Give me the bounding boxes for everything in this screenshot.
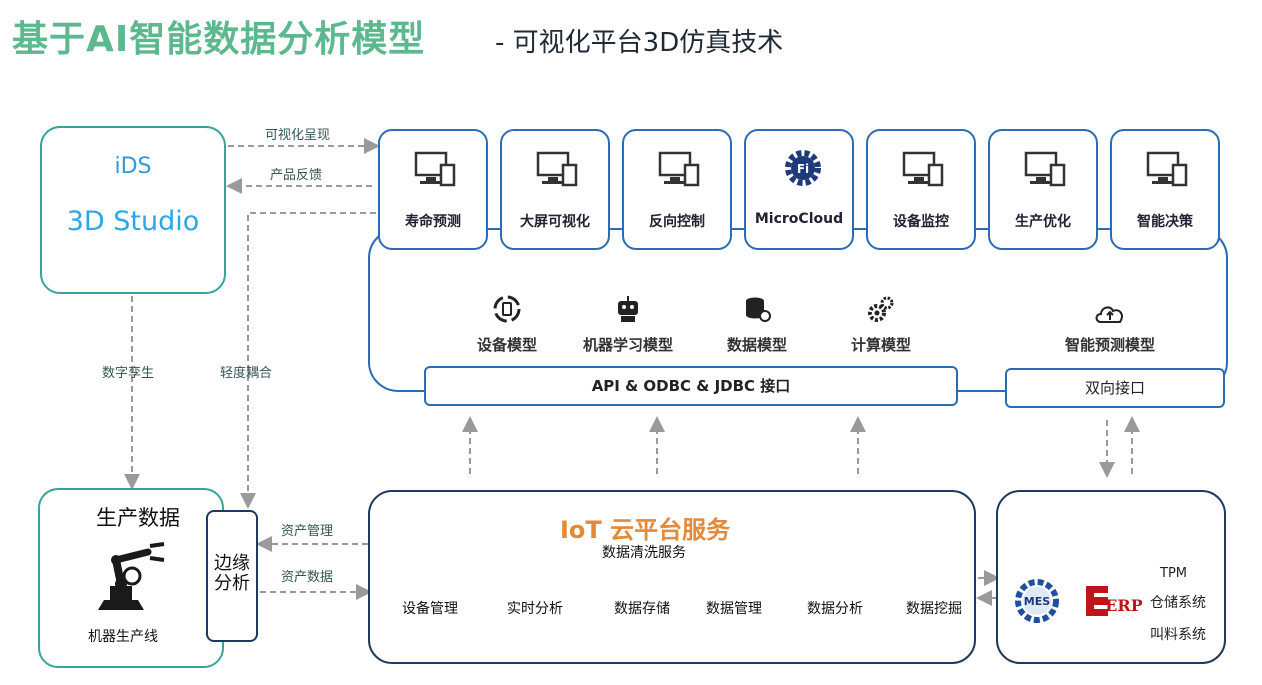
link-label-asset-data: 资产数据 [281, 570, 334, 585]
model-label: 机器学习模型 [582, 336, 673, 354]
app-card-device-monitor[interactable]: 设备监控 [866, 129, 976, 250]
iot-cleaning-label: 数据清洗服务 [602, 545, 686, 561]
app-card-life-prediction[interactable]: 寿命预测 [378, 129, 488, 250]
model-label: 智能预测模型 [1064, 336, 1155, 354]
device-cycle-icon [493, 295, 521, 323]
app-card-label: MicroCloud [754, 211, 844, 227]
bidirectional-interface-bar: 双向接口 [1005, 368, 1225, 408]
model-smart-prediction: 智能预测模型 [1058, 302, 1162, 355]
app-card-label: 大屏可视化 [520, 214, 590, 230]
link-label-asset-mgmt: 资产管理 [281, 524, 334, 539]
link-label-light-coupling: 轻度耦合 [220, 366, 273, 381]
iot-title: IoT 云平台服务 [560, 510, 730, 545]
flow-step-storage: 数据存储 [614, 601, 670, 617]
robot-arm-icon [98, 542, 165, 610]
app-card-reverse-control[interactable]: 反向控制 [622, 129, 732, 250]
model-machine-learning: 机器学习模型 [578, 294, 678, 355]
app-card-label: 反向控制 [649, 214, 705, 230]
model-compute: 计算模型 [846, 294, 916, 355]
api-interface-label: API & ODBC & JDBC 接口 [591, 377, 791, 395]
page-title: 基于AI智能数据分析模型 [12, 19, 426, 60]
flow-step-data-mgmt: 数据管理 [706, 601, 762, 617]
app-card-label: 智能决策 [1137, 214, 1193, 230]
model-label: 设备模型 [476, 336, 537, 354]
app-card-production-optimize[interactable]: 生产优化 [988, 129, 1098, 250]
link-label-feedback: 产品反馈 [270, 168, 323, 183]
monitor-icon [1146, 151, 1188, 187]
monitor-icon [658, 151, 700, 187]
flow-step-device-mgmt: 设备管理 [402, 601, 458, 617]
monitor-icon [902, 151, 944, 187]
erp-logo-icon: ERP [1086, 586, 1142, 616]
app-card-smart-decision[interactable]: 智能决策 [1110, 129, 1220, 250]
iot-platform-box: IoT 云平台服务 数据清洗服务 [368, 490, 976, 664]
model-label: 数据模型 [726, 336, 787, 354]
link-label-digital-twin: 数字孪生 [102, 366, 155, 381]
mes-logo-icon: MES [1015, 579, 1059, 623]
mes-text: MES [1024, 595, 1050, 608]
app-card-label: 设备监控 [893, 214, 949, 230]
app-card-label: 生产优化 [1015, 214, 1071, 230]
tpm-label: TPM [1160, 566, 1187, 581]
bidirectional-interface-label: 双向接口 [1084, 379, 1145, 397]
studio-name-label: 3D Studio [66, 206, 200, 237]
robot-icon [618, 296, 638, 322]
material-call-label: 叫料系统 [1150, 627, 1206, 643]
model-label: 计算模型 [850, 336, 911, 354]
production-line-label: 机器生产线 [88, 629, 158, 645]
studio-ids-label: iDS [114, 154, 152, 179]
svg-text:Fi: Fi [797, 162, 809, 176]
api-interface-bar: API & ODBC & JDBC 接口 [424, 366, 958, 406]
external-systems-box: MES ERP TPM 仓储系统 叫料系统 [996, 490, 1226, 664]
cloud-icon [1095, 306, 1123, 323]
edge-analysis-label: 边缘 分析 [214, 553, 250, 594]
iot-title-prefix: IoT [560, 516, 602, 544]
page-subtitle: - 可视化平台3D仿真技术 [495, 28, 784, 58]
monitor-icon [414, 151, 456, 187]
edge-analysis-box: 边缘 分析 [206, 510, 258, 642]
production-title: 生产数据 [96, 506, 180, 530]
warehouse-label: 仓储系统 [1150, 595, 1206, 611]
flow-step-analysis: 数据分析 [807, 601, 863, 617]
app-card-microcloud[interactable]: Fi MicroCloud [744, 129, 854, 250]
flow-step-realtime: 实时分析 [507, 601, 563, 617]
erp-text: ERP [1105, 596, 1142, 615]
production-data-box: 生产数据 机器生产线 [38, 488, 224, 668]
model-device: 设备模型 [472, 294, 542, 355]
model-data: 数据模型 [722, 294, 792, 355]
monitor-icon [536, 151, 578, 187]
studio-box: iDS 3D Studio [40, 126, 226, 294]
app-card-big-screen[interactable]: 大屏可视化 [500, 129, 610, 250]
gear-logo-icon: Fi [785, 150, 821, 186]
monitor-icon [1024, 151, 1066, 187]
iot-title-rest: 云平台服务 [601, 516, 731, 544]
gears-icon [868, 296, 894, 322]
database-icon [746, 297, 771, 322]
link-label-visual: 可视化呈现 [265, 128, 331, 143]
flow-step-mining: 数据挖掘 [906, 601, 962, 617]
app-card-label: 寿命预测 [405, 214, 461, 230]
